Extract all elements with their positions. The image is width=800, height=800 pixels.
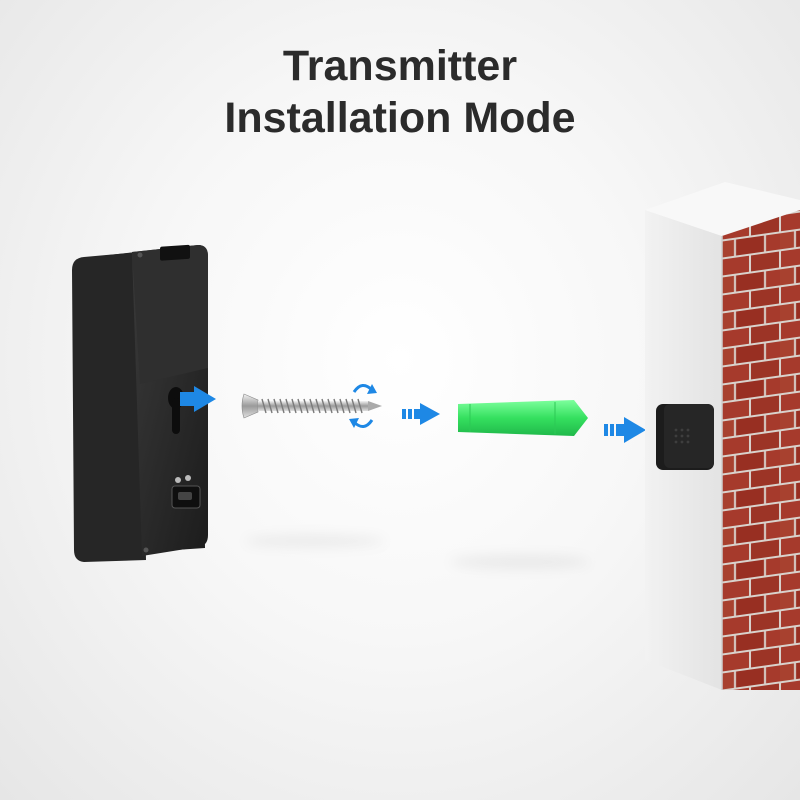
screw <box>241 393 382 419</box>
title-line-2: Installation Mode <box>224 94 576 142</box>
mounted-transmitter <box>656 404 714 470</box>
arrow-right-icon <box>180 386 216 412</box>
wall-anchor <box>458 400 588 436</box>
screw-shadow <box>245 535 385 547</box>
transmitter-device <box>72 244 208 562</box>
title-line-1: Transmitter <box>282 42 518 90</box>
arrow-right-icon <box>402 403 440 425</box>
page-title: Transmitter Installation Mode <box>0 40 800 144</box>
arrow-right-icon <box>604 417 646 443</box>
anchor-shadow <box>450 555 590 569</box>
rotate-icon <box>349 384 377 428</box>
